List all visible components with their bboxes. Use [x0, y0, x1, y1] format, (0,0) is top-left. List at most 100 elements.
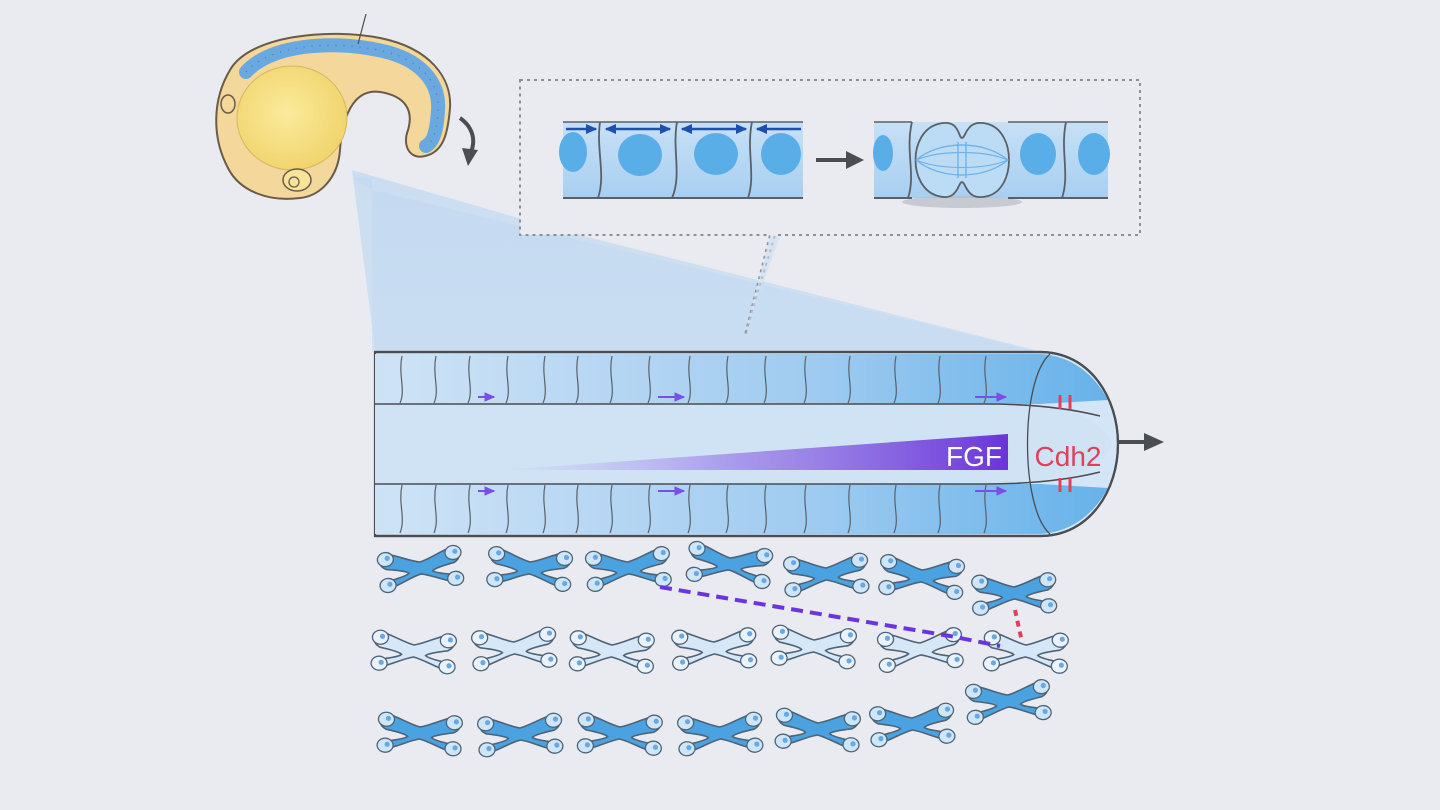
cell-migration-arrows [478, 392, 1008, 496]
mesenchymal-cell-pale [671, 627, 758, 671]
cdh2-label: Cdh2 [1035, 441, 1102, 472]
cell-protrusion-core [858, 556, 865, 562]
cell-protrusion-core [991, 634, 997, 640]
mesenchymal-cell-dark [376, 711, 464, 757]
cell-protrusion-core [652, 744, 658, 750]
cell-protrusion-core [878, 736, 884, 742]
cell-protrusion-core [1058, 662, 1064, 668]
cell-protrusion-core [1047, 576, 1053, 582]
cell-protrusion-core [584, 742, 591, 748]
fgf-signal-link [659, 585, 1001, 648]
cell-protrusion-core [680, 659, 686, 665]
mesenchymal-cell-dark [964, 678, 1052, 725]
mitotic-cell [914, 121, 1010, 199]
cell-protrusion-core [782, 737, 788, 743]
cell-protrusion-core [645, 636, 651, 642]
cell-protrusion-core [783, 711, 790, 717]
cell-protrusion-core [378, 659, 384, 665]
mesenchymal-cell-dark [685, 540, 774, 590]
cell-protrusion-core [548, 656, 554, 662]
fgf-label: FGF [946, 441, 1002, 472]
cell-protrusion-core [972, 687, 979, 693]
cell-protrusion-core [876, 710, 883, 716]
cell-protrusion-core [747, 631, 753, 637]
cell-protrusion-core [662, 575, 668, 582]
mesenchymal-cell-dark [476, 712, 564, 758]
mesenchymal-cell-pale [370, 629, 458, 675]
cell-protrusion-core [684, 719, 691, 725]
cell-protrusion-core [790, 560, 797, 566]
nucleus [694, 133, 738, 175]
mesenchymal-cell-dark [576, 712, 663, 756]
dividing-cell-row [873, 121, 1110, 208]
fgf-gradient [500, 434, 1008, 470]
zebrafish-embryo [215, 13, 452, 200]
mesenchymal-cell-pale [982, 630, 1069, 674]
cell-protrusion-core [653, 718, 659, 724]
cell-protrusion-core [379, 633, 386, 639]
mesenchymal-cell-pale [876, 626, 964, 673]
cell-protrusion-core [452, 548, 458, 554]
cell-protrusion-core [577, 634, 583, 640]
cell-protrusion-core [480, 660, 486, 666]
cell-protrusion-core [385, 715, 392, 721]
cell-protrusion-core [980, 604, 986, 610]
cell-protrusion-core [752, 715, 759, 721]
cell-protrusion-core [1047, 602, 1054, 608]
cell-protrusion-core [884, 635, 891, 641]
cell-protrusion-core [1042, 708, 1048, 715]
mesenchymal-cell-dark [971, 572, 1058, 616]
cdh2-junction-marks [1058, 395, 1072, 492]
cell-protrusion-core [954, 656, 960, 663]
mesenchymal-cell-pale [770, 624, 858, 670]
mesenchymal-cell-dark [774, 707, 862, 753]
right-arrow-icon [816, 151, 864, 169]
cell-protrusion-core [384, 555, 390, 561]
cell-protrusion-core [552, 716, 559, 722]
cell-protrusion-core [952, 630, 958, 637]
cell-protrusion-core [846, 658, 852, 664]
cell-protrusion-core [447, 637, 454, 643]
cell-protrusion-core [585, 716, 591, 722]
cell-protrusion-core [496, 550, 502, 556]
cell-protrusion-core [592, 554, 599, 560]
cell-protrusion-core [990, 660, 997, 666]
curved-arrow-icon [458, 116, 478, 166]
cell-protrusion-core [660, 549, 666, 556]
cell-protrusion-core [944, 706, 951, 712]
tail-bud [373, 350, 1120, 538]
cell-protrusion-core [478, 634, 485, 640]
cell-protrusion-core [562, 580, 568, 587]
cell-protrusion-core [484, 720, 491, 726]
cell-protrusion-core [696, 545, 702, 551]
cell-protrusion-core [679, 633, 685, 639]
cell-protrusion-core [1059, 636, 1065, 642]
cell-protrusion-core [955, 562, 962, 569]
lower-psm-band [375, 484, 1108, 534]
cell-protrusion-core [886, 661, 892, 667]
cell-protrusion-core [764, 552, 770, 558]
mesenchymal-cell-dark [782, 552, 870, 598]
upper-psm-band [375, 354, 1108, 404]
cell-protrusion-core [576, 660, 583, 666]
cell-protrusion-core [979, 578, 985, 584]
cell-protrusion-core [453, 719, 460, 725]
mesenchymal-cell-dark [878, 553, 966, 600]
cell-protrusion-core [850, 741, 856, 747]
cell-protrusion-core [974, 713, 980, 719]
mesenchymal-cell-dark [376, 544, 465, 594]
cell-protrusion-core [554, 742, 560, 748]
nucleus [761, 133, 801, 175]
cell-protrusion-core [888, 558, 894, 564]
cell-division-inset [519, 79, 1141, 336]
mesenchymal-cell-dark [868, 702, 956, 748]
cell-protrusion-core [792, 586, 798, 592]
zoom-wedge-fill [352, 170, 1035, 350]
cell-protrusion-core [384, 741, 390, 747]
cell-protrusion-core [546, 630, 553, 636]
nucleus [618, 134, 662, 176]
cell-protrusion-core [954, 588, 960, 595]
right-arrow-icon [1118, 433, 1164, 451]
